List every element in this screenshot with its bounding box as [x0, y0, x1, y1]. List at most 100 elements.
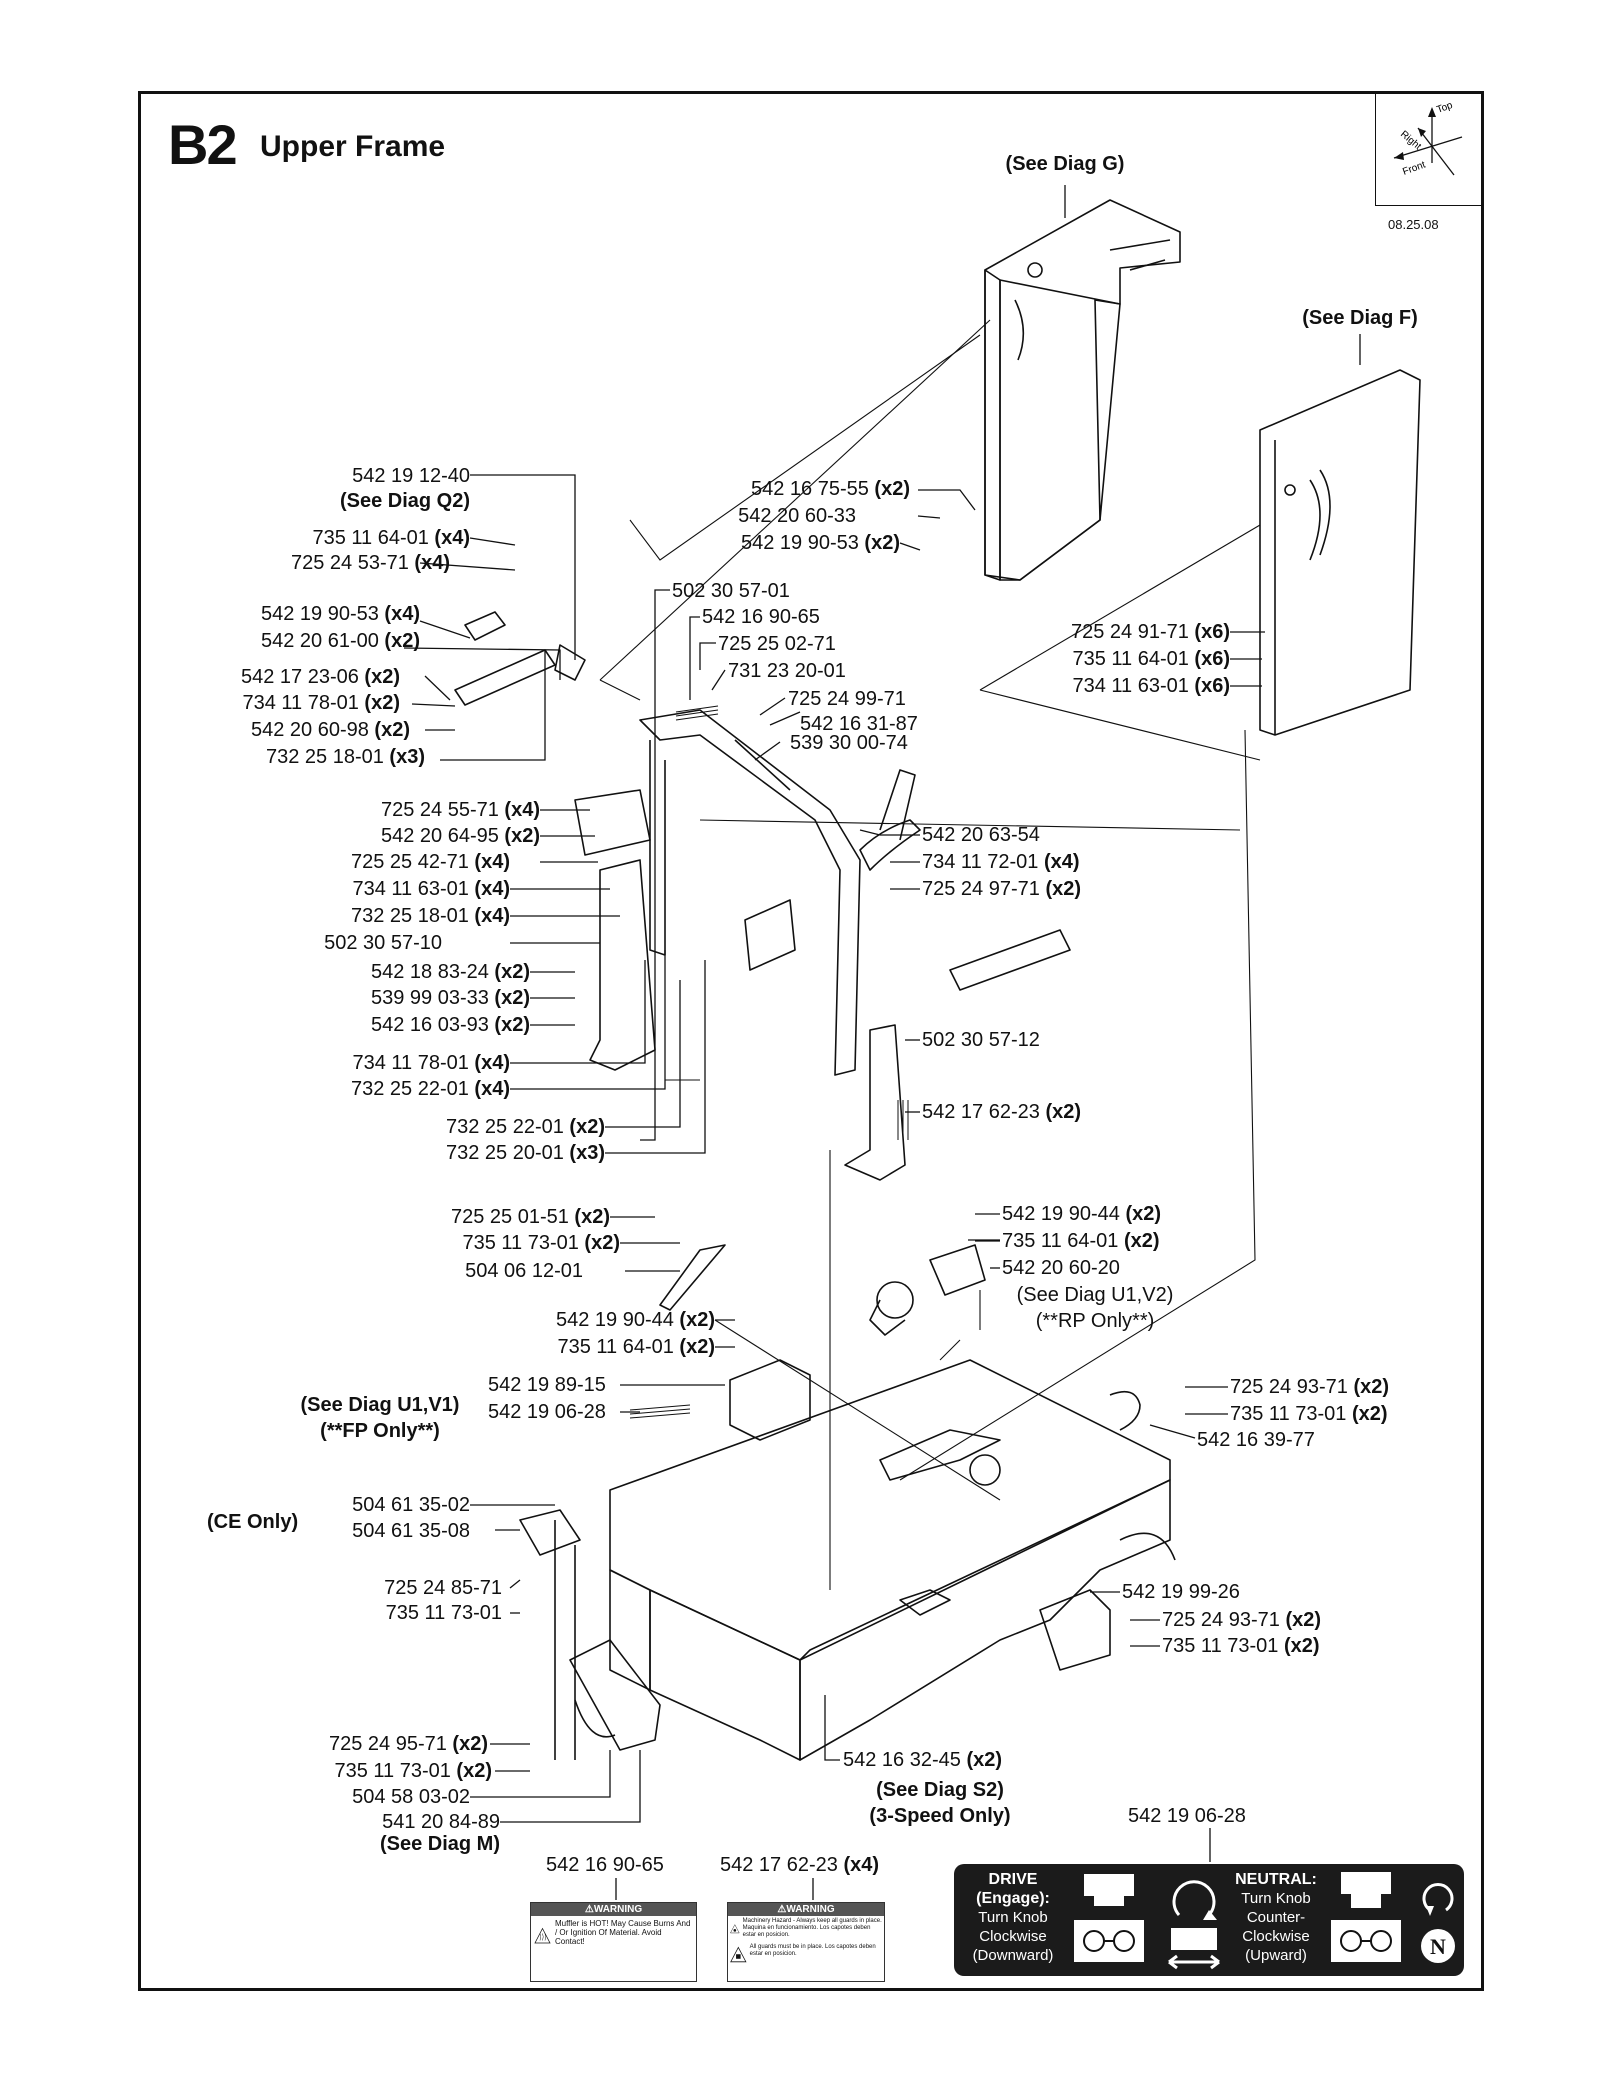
- part-label: 502 30 57-10: [324, 932, 442, 954]
- part-label: 542 20 60-20: [1002, 1257, 1120, 1279]
- part-label: 725 24 95-71 (x2): [328, 1733, 488, 1755]
- leader-lines: [403, 185, 1361, 1900]
- part-label: 504 61 35-02: [352, 1494, 470, 1516]
- machinery-hazard-icon: [730, 1924, 740, 1934]
- part-label: 504 06 12-01: [465, 1260, 583, 1282]
- part-label: 504 61 35-08: [352, 1520, 470, 1542]
- part-label: 542 16 32-45 (x2): [843, 1749, 1003, 1771]
- part-label: 732 25 18-01 (x4): [350, 905, 510, 927]
- diagram-frame: [138, 91, 1484, 1991]
- part-label: 735 11 73-01 (x2): [1230, 1403, 1388, 1425]
- part-label: 542 16 75-55 (x2): [750, 478, 910, 500]
- part-label: 542 16 03-93 (x2): [370, 1014, 530, 1036]
- part-label: 735 11 73-01 (x2): [1162, 1635, 1320, 1657]
- part-label: 734 11 78-01 (x2): [242, 692, 400, 714]
- side-panel: [1259, 369, 1421, 736]
- part-label: 502 30 57-12: [922, 1029, 1040, 1051]
- drive-instruction: DRIVE (Engage): Turn Knob Clockwise (Dow…: [972, 1871, 1054, 1964]
- orientation-compass: Top Right Front: [1375, 93, 1482, 206]
- part-label: 735 11 64-01 (x2): [557, 1336, 715, 1358]
- part-label: 735 11 73-01 (x2): [462, 1232, 620, 1254]
- part-label: 734 11 78-01 (x4): [352, 1052, 510, 1074]
- guard-warning-decal: ⚠WARNING Machinery Hazard - Always keep …: [727, 1902, 885, 1982]
- drive-neutral-decal: DRIVE (Engage): Turn Knob Clockwise (Dow…: [954, 1864, 1464, 1976]
- part-label: 542 19 90-44 (x2): [1002, 1203, 1162, 1225]
- part-label: 725 24 55-71 (x4): [380, 799, 540, 821]
- part-label: 542 19 12-40: [352, 465, 470, 487]
- part-label: 542 19 06-28: [488, 1401, 606, 1423]
- part-label: 734 11 63-01 (x6): [1072, 675, 1230, 697]
- ref-diag-m: (See Diag M): [379, 1833, 500, 1855]
- part-label: 735 11 64-01 (x4): [312, 527, 470, 549]
- part-label: 725 24 53-71 (x4): [290, 552, 450, 574]
- part-label: 542 19 90-53 (x2): [740, 532, 900, 554]
- part-label: 502 30 57-01: [672, 580, 790, 602]
- compass-top-label: Top: [1435, 100, 1454, 116]
- part-label: 542 16 90-65: [702, 606, 820, 628]
- ref-diag-s2: (See Diag S2): [876, 1779, 1004, 1801]
- warning-icon: ⚠: [584, 1904, 594, 1915]
- base-frame: [609, 1359, 1176, 1761]
- part-label: 542 17 62-23 (x2): [922, 1101, 1082, 1123]
- part-label: 735 11 73-01 (x2): [334, 1760, 492, 1782]
- valve-block: [729, 1244, 986, 1441]
- part-label: 539 30 00-74: [790, 732, 908, 754]
- neutral-valve-icon: [1331, 1872, 1401, 1962]
- ref-diag-u1v2: (See Diag U1,V2): [1016, 1284, 1174, 1306]
- part-label: 542 17 62-23 (x4): [720, 1854, 880, 1876]
- part-label: 735 11 73-01: [385, 1602, 502, 1624]
- part-label: 541 20 84-89: [382, 1811, 500, 1833]
- part-label: 542 19 90-44 (x2): [555, 1309, 715, 1331]
- ref-diag-u1v1: (See Diag U1,V1): [300, 1394, 460, 1416]
- part-label: 542 20 63-54: [922, 824, 1040, 846]
- part-label: 725 25 01-51 (x2): [450, 1206, 610, 1228]
- ref-diag-q2: (See Diag Q2): [339, 490, 470, 512]
- handle-assembly: [574, 709, 1071, 1181]
- part-label: 732 25 22-01 (x4): [350, 1078, 510, 1100]
- part-label: 504 58 03-02: [352, 1786, 470, 1808]
- upper-left-bracket: [454, 611, 586, 706]
- part-label: 542 16 31-87: [800, 713, 918, 735]
- part-label: 542 16 39-77: [1197, 1429, 1315, 1451]
- part-label: 725 25 02-71: [718, 633, 836, 655]
- part-label: 542 20 60-98 (x2): [250, 719, 410, 741]
- part-label: 725 24 93-71 (x2): [1162, 1609, 1322, 1631]
- part-label: 542 17 23-06 (x2): [240, 666, 400, 688]
- ref-ce-only: (CE Only): [207, 1511, 299, 1533]
- part-label: 725 24 91-71 (x6): [1070, 621, 1230, 643]
- ce-bracket: [519, 1390, 1141, 1760]
- ref-rp-only: (**RP Only**): [1035, 1310, 1155, 1332]
- part-label: 725 24 93-71 (x2): [1230, 1376, 1390, 1398]
- diagram-title: Upper Frame: [260, 130, 446, 163]
- part-label: 735 11 64-01 (x2): [1002, 1230, 1160, 1252]
- diagram-code: B2: [168, 113, 238, 176]
- revision-date: 08.25.08: [1388, 217, 1439, 232]
- neutral-n-icon: N: [1421, 1883, 1455, 1963]
- part-label: 542 16 90-65: [546, 1854, 664, 1876]
- part-label: 734 11 63-01 (x4): [352, 878, 510, 900]
- part-label: 734 11 72-01 (x4): [922, 851, 1080, 873]
- rear-frame-panel: [984, 199, 1181, 581]
- ref-3-speed: (3-Speed Only): [869, 1805, 1011, 1827]
- part-label: 539 99 03-33 (x2): [370, 987, 530, 1009]
- ref-diag-f: (See Diag F): [1302, 307, 1418, 329]
- part-label: 542 18 83-24 (x2): [370, 961, 530, 983]
- part-label: 731 23 20-01: [728, 660, 846, 682]
- neutral-instruction: NEUTRAL: Turn Knob Counter-Clockwise (Up…: [1235, 1871, 1317, 1964]
- lever: [659, 1244, 726, 1311]
- part-label: 542 19 90-53 (x4): [260, 603, 420, 625]
- part-label: 725 24 99-71: [788, 688, 906, 710]
- part-label: 732 25 18-01 (x3): [265, 746, 425, 768]
- part-label: 725 24 97-71 (x2): [922, 878, 1082, 900]
- guard-icon: [730, 1946, 747, 1963]
- part-label: 542 19 99-26: [1122, 1581, 1240, 1603]
- part-label: 542 19 06-28: [1128, 1805, 1246, 1827]
- warning-icon: ⚠: [777, 1904, 787, 1915]
- part-label: 542 19 89-15: [488, 1374, 606, 1396]
- hot-surface-icon: [534, 1927, 551, 1944]
- part-label: 732 25 20-01 (x3): [445, 1142, 605, 1164]
- part-label: 735 11 64-01 (x6): [1072, 648, 1230, 670]
- clockwise-arrow-icon: [1168, 1880, 1220, 1970]
- part-label: 542 20 64-95 (x2): [380, 825, 540, 847]
